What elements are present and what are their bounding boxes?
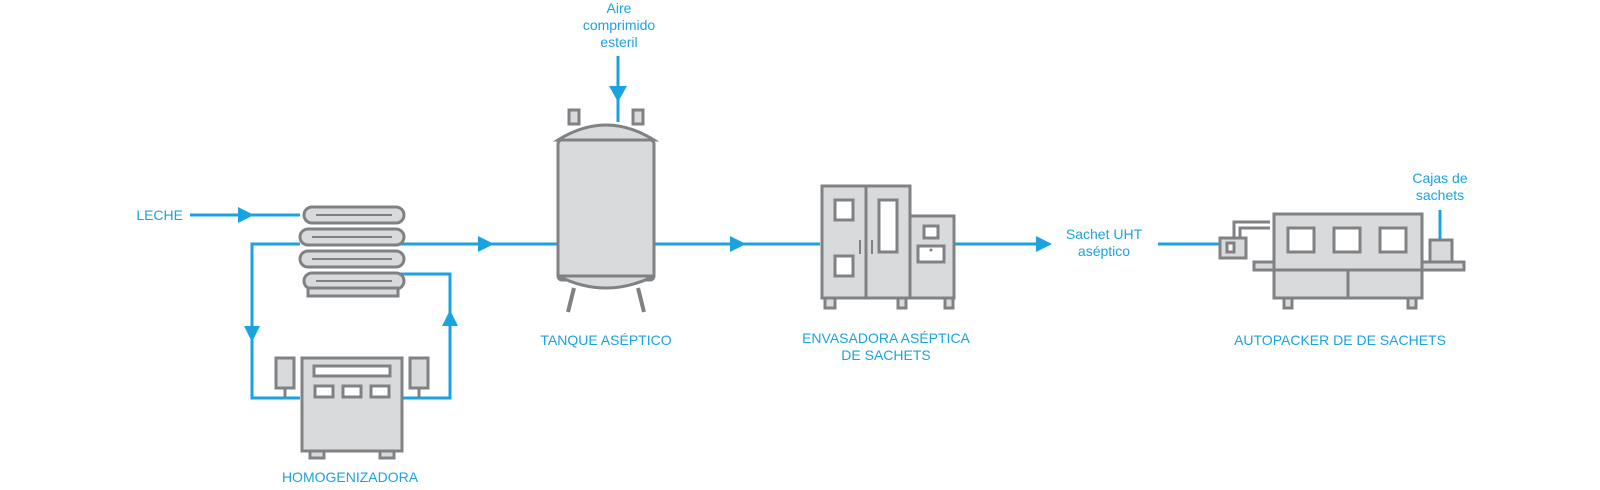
aire-label-line3: esteril [600, 34, 637, 50]
autopacker-label: AUTOPACKER DE DE SACHETS [1234, 332, 1446, 348]
tanque-label: TANQUE ASÉPTICO [540, 332, 671, 348]
cajas-label-line2: sachets [1416, 187, 1464, 203]
arrow-down-icon [244, 326, 260, 342]
homogenizer-to-exchanger-line [390, 272, 452, 400]
homogenizadora-label: HOMOGENIZADORA [282, 469, 419, 485]
sachet-label-line2: aséptico [1078, 243, 1130, 259]
aire-label-line2: comprimido [583, 17, 656, 33]
leche-label: LECHE [136, 207, 183, 223]
cajas-label-line1: Cajas de [1412, 170, 1467, 186]
sachet-label-line1: Sachet UHT [1066, 226, 1143, 242]
arrow-down-icon [609, 86, 627, 102]
labels: LECHE Aire comprimido esteril TANQUE ASÉ… [136, 0, 1468, 485]
arrow-right-icon [238, 207, 254, 223]
envasadora-label-line2: DE SACHETS [841, 347, 930, 363]
arrow-up-icon [442, 310, 458, 326]
aire-label-line1: Aire [607, 0, 632, 16]
homogenizer [274, 356, 430, 460]
flow-arrows [238, 86, 1052, 342]
heat-exchanger [298, 205, 406, 298]
aseptic-tank [552, 108, 660, 313]
envasadora-label-line1: ENVASADORA ASÉPTICA [802, 330, 970, 346]
arrow-right-icon [1036, 236, 1052, 252]
exchanger-to-homogenizer-line [250, 242, 300, 400]
arrow-right-icon [478, 236, 494, 252]
autopacker [1218, 212, 1466, 310]
aseptic-filler [820, 184, 956, 310]
arrow-right-icon [730, 236, 746, 252]
